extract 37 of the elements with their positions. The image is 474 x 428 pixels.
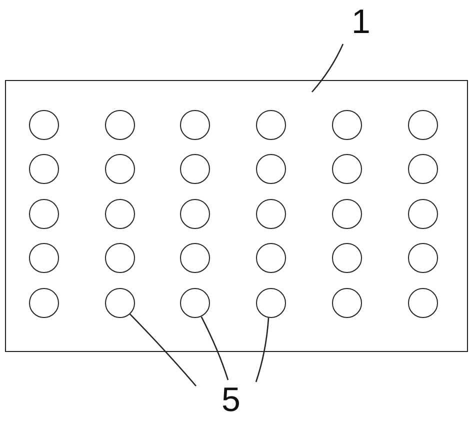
callout-number: 5 xyxy=(218,383,244,419)
leader-line xyxy=(129,314,196,386)
hole xyxy=(408,243,438,274)
hole xyxy=(180,288,210,318)
hole xyxy=(332,154,362,184)
hole xyxy=(332,198,362,229)
hole xyxy=(256,288,286,318)
leader-line xyxy=(312,44,344,92)
hole xyxy=(408,198,438,229)
hole xyxy=(180,154,210,184)
hole xyxy=(104,198,134,229)
hole xyxy=(332,110,362,140)
hole xyxy=(28,288,59,318)
hole xyxy=(408,288,438,318)
hole xyxy=(28,110,59,140)
hole xyxy=(28,154,59,184)
hole xyxy=(28,198,59,229)
leader-line xyxy=(200,316,229,380)
hole xyxy=(180,110,210,140)
hole xyxy=(408,154,438,184)
hole xyxy=(104,154,134,184)
hole xyxy=(104,288,134,318)
hole xyxy=(332,243,362,274)
hole xyxy=(256,198,286,229)
hole xyxy=(256,154,286,184)
hole xyxy=(256,243,286,274)
hole xyxy=(256,110,286,140)
hole xyxy=(332,288,362,318)
hole xyxy=(408,110,438,140)
hole xyxy=(180,198,210,229)
leader-line xyxy=(255,318,270,382)
plate xyxy=(5,80,468,352)
hole xyxy=(104,110,134,140)
hole xyxy=(104,243,134,274)
hole xyxy=(28,243,59,274)
callout-number: 1 xyxy=(348,5,374,41)
hole xyxy=(180,243,210,274)
